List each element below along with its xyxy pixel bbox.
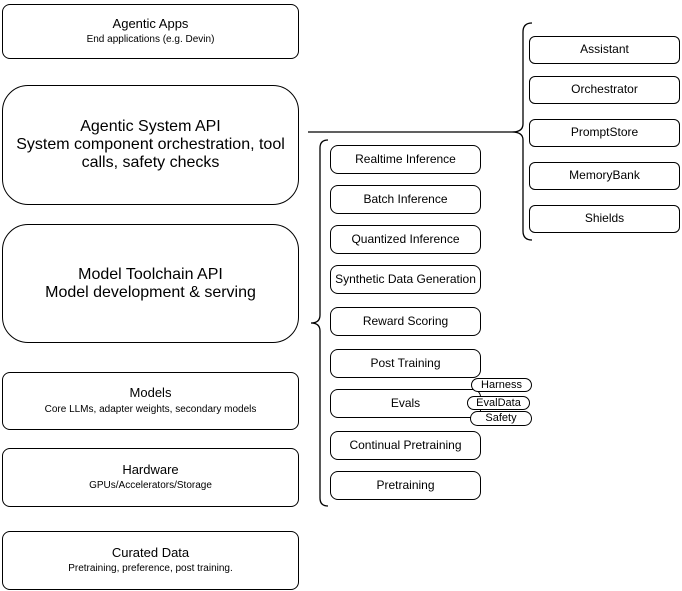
- component-promptstore: PromptStore: [529, 119, 680, 147]
- node-hardware: Hardware GPUs/Accelerators/Storage: [2, 448, 299, 507]
- node-agentic-system-api: Agentic System API System component orch…: [2, 85, 299, 205]
- component-shields: Shields: [529, 205, 680, 233]
- node-subtitle: Pretraining, preference, post training.: [68, 563, 233, 575]
- toolchain-item-reward-scoring: Reward Scoring: [330, 307, 481, 336]
- component-orchestrator: Orchestrator: [529, 76, 680, 104]
- node-title: Agentic Apps: [112, 15, 189, 31]
- node-model-toolchain-api: Model Toolchain API Model development & …: [2, 224, 299, 343]
- node-title: Model Toolchain API: [78, 265, 223, 283]
- toolchain-item-evals: Evals: [330, 389, 481, 418]
- node-subtitle: End applications (e.g. Devin): [86, 34, 215, 46]
- node-subtitle: GPUs/Accelerators/Storage: [89, 480, 212, 492]
- node-subtitle: Model development & serving: [45, 283, 256, 301]
- node-curated-data: Curated Data Pretraining, preference, po…: [2, 531, 299, 590]
- evals-tag-harness: Harness: [471, 378, 532, 392]
- toolchain-item-pretraining: Pretraining: [330, 471, 481, 500]
- node-agentic-apps: Agentic Apps End applications (e.g. Devi…: [2, 4, 299, 59]
- brace-toolchain-group: [310, 139, 329, 507]
- evals-tag-evaldata: EvalData: [467, 396, 530, 410]
- toolchain-item-post-training: Post Training: [330, 349, 481, 378]
- toolchain-item-batch-inference: Batch Inference: [330, 185, 481, 214]
- toolchain-item-synthetic-data-generation: Synthetic Data Generation: [330, 265, 481, 294]
- toolchain-item-quantized-inference: Quantized Inference: [330, 225, 481, 254]
- node-title: Curated Data: [111, 544, 190, 560]
- toolchain-item-realtime-inference: Realtime Inference: [330, 145, 481, 174]
- node-title: Agentic System API: [80, 118, 221, 135]
- component-memorybank: MemoryBank: [529, 162, 680, 190]
- toolchain-item-continual-pretraining: Continual Pretraining: [330, 431, 481, 460]
- node-models: Models Core LLMs, adapter weights, secon…: [2, 372, 299, 430]
- node-title: Models: [129, 385, 172, 401]
- evals-tag-safety: Safety: [470, 411, 532, 426]
- node-subtitle: Core LLMs, adapter weights, secondary mo…: [44, 403, 257, 415]
- node-title: Hardware: [122, 461, 179, 477]
- node-subtitle: System component orchestration, tool cal…: [16, 136, 285, 171]
- component-assistant: Assistant: [529, 36, 680, 64]
